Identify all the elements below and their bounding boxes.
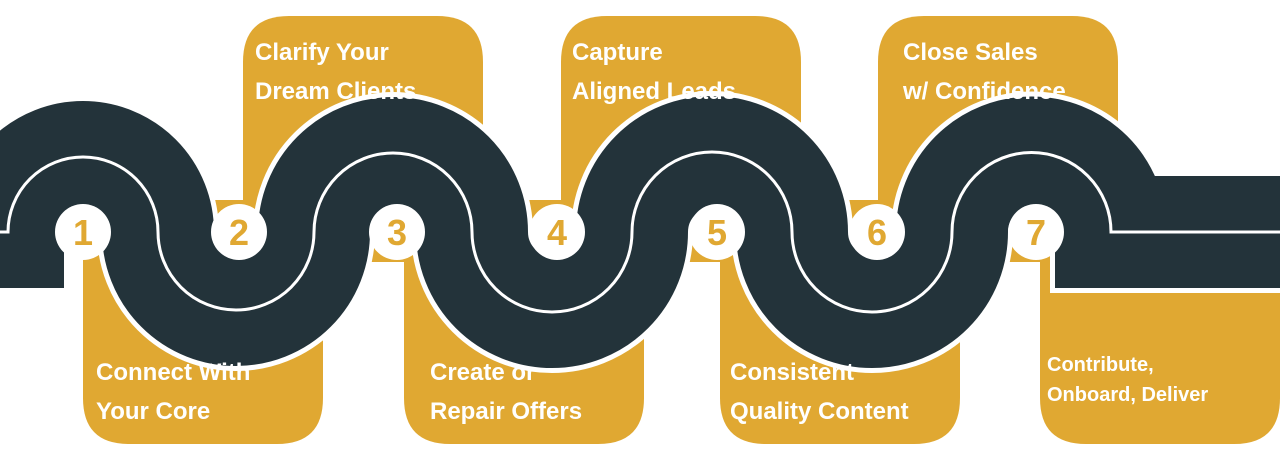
step-label-line: Contribute, [1047,354,1154,376]
step-marker-5 [689,204,745,260]
step-label-3: Create or Repair Offers [430,359,582,425]
step-label-line: Consistent [730,359,854,386]
step-marker-7 [1008,204,1064,260]
step-marker-6 [849,204,905,260]
step-label-line: Repair Offers [430,398,582,425]
winding-road [0,91,1280,373]
step-number-7: 7 [1026,212,1046,253]
step-label-line: Your Core [96,398,210,425]
step-label-line: Capture [572,39,663,66]
step-number-4: 4 [547,212,567,253]
step-marker-4 [529,204,585,260]
step-number-1: 1 [73,212,93,253]
step-label-line: Dream Clients [255,78,416,105]
step-number-5: 5 [707,212,727,253]
step-label-line: Aligned Leads [572,78,736,105]
step-number-6: 6 [867,212,887,253]
step-label-line: Onboard, Deliver [1047,384,1208,406]
step-number-3: 3 [387,212,407,253]
step-label-line: Clarify Your [255,39,389,66]
step-marker-2 [211,204,267,260]
step-label-line: w/ Confidence [902,78,1066,105]
step-label-7: Contribute, Onboard, Deliver [1047,354,1208,406]
step-label-line: Close Sales [903,39,1038,66]
step-label-6: Close Sales w/ Confidence [902,39,1066,105]
road-lane-line [0,150,1280,314]
step-label-line: Quality Content [730,398,909,425]
step-marker-1 [55,204,111,260]
step-marker-3 [369,204,425,260]
step-number-2: 2 [229,212,249,253]
step-label-line: Create or [430,359,535,386]
step-label-line: Connect With [96,359,250,386]
